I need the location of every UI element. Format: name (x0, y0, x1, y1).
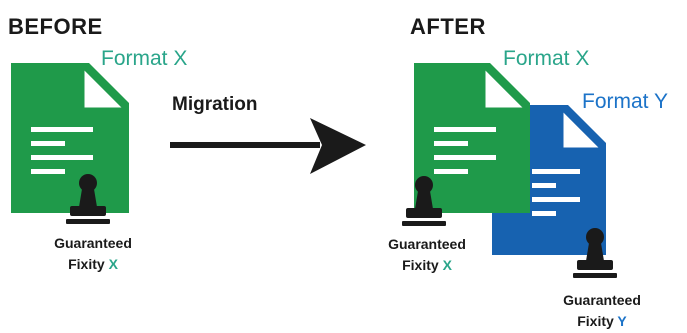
after-fixity-x-prefix: Fixity (402, 257, 443, 273)
stamp-icon (402, 176, 446, 226)
after-fixity-x-label: Guaranteed Fixity X (373, 234, 481, 276)
after-fixity-y-label: Guaranteed Fixity Y (543, 290, 661, 332)
stamp-icon (573, 228, 617, 278)
before-format-x-label: Format X (101, 47, 188, 70)
after-fixity-y-line2: Fixity Y (543, 311, 661, 332)
document-icon (414, 63, 530, 213)
stamp-icon (66, 174, 110, 224)
migration-label: Migration (172, 94, 258, 115)
before-heading: BEFORE (8, 14, 103, 39)
after-fixity-y-line1: Guaranteed (563, 292, 641, 308)
before-fixity-line2: Fixity X (38, 254, 148, 275)
after-fixity-y-letter: Y (617, 313, 627, 329)
after-format-x-label: Format X (503, 47, 590, 70)
before-fixity-prefix: Fixity (68, 256, 109, 272)
after-heading: AFTER (410, 14, 486, 39)
before-fixity-letter: X (108, 256, 118, 272)
before-fixity-label: Guaranteed Fixity X (38, 233, 148, 275)
document-icon (11, 63, 129, 213)
after-fixity-x-line1: Guaranteed (388, 236, 466, 252)
after-fixity-x-letter: X (442, 257, 452, 273)
arrow-right-icon (170, 118, 366, 174)
before-fixity-line1: Guaranteed (54, 235, 132, 251)
after-format-y-label: Format Y (582, 90, 668, 113)
after-fixity-x-line2: Fixity X (373, 255, 481, 276)
after-fixity-y-prefix: Fixity (577, 313, 618, 329)
